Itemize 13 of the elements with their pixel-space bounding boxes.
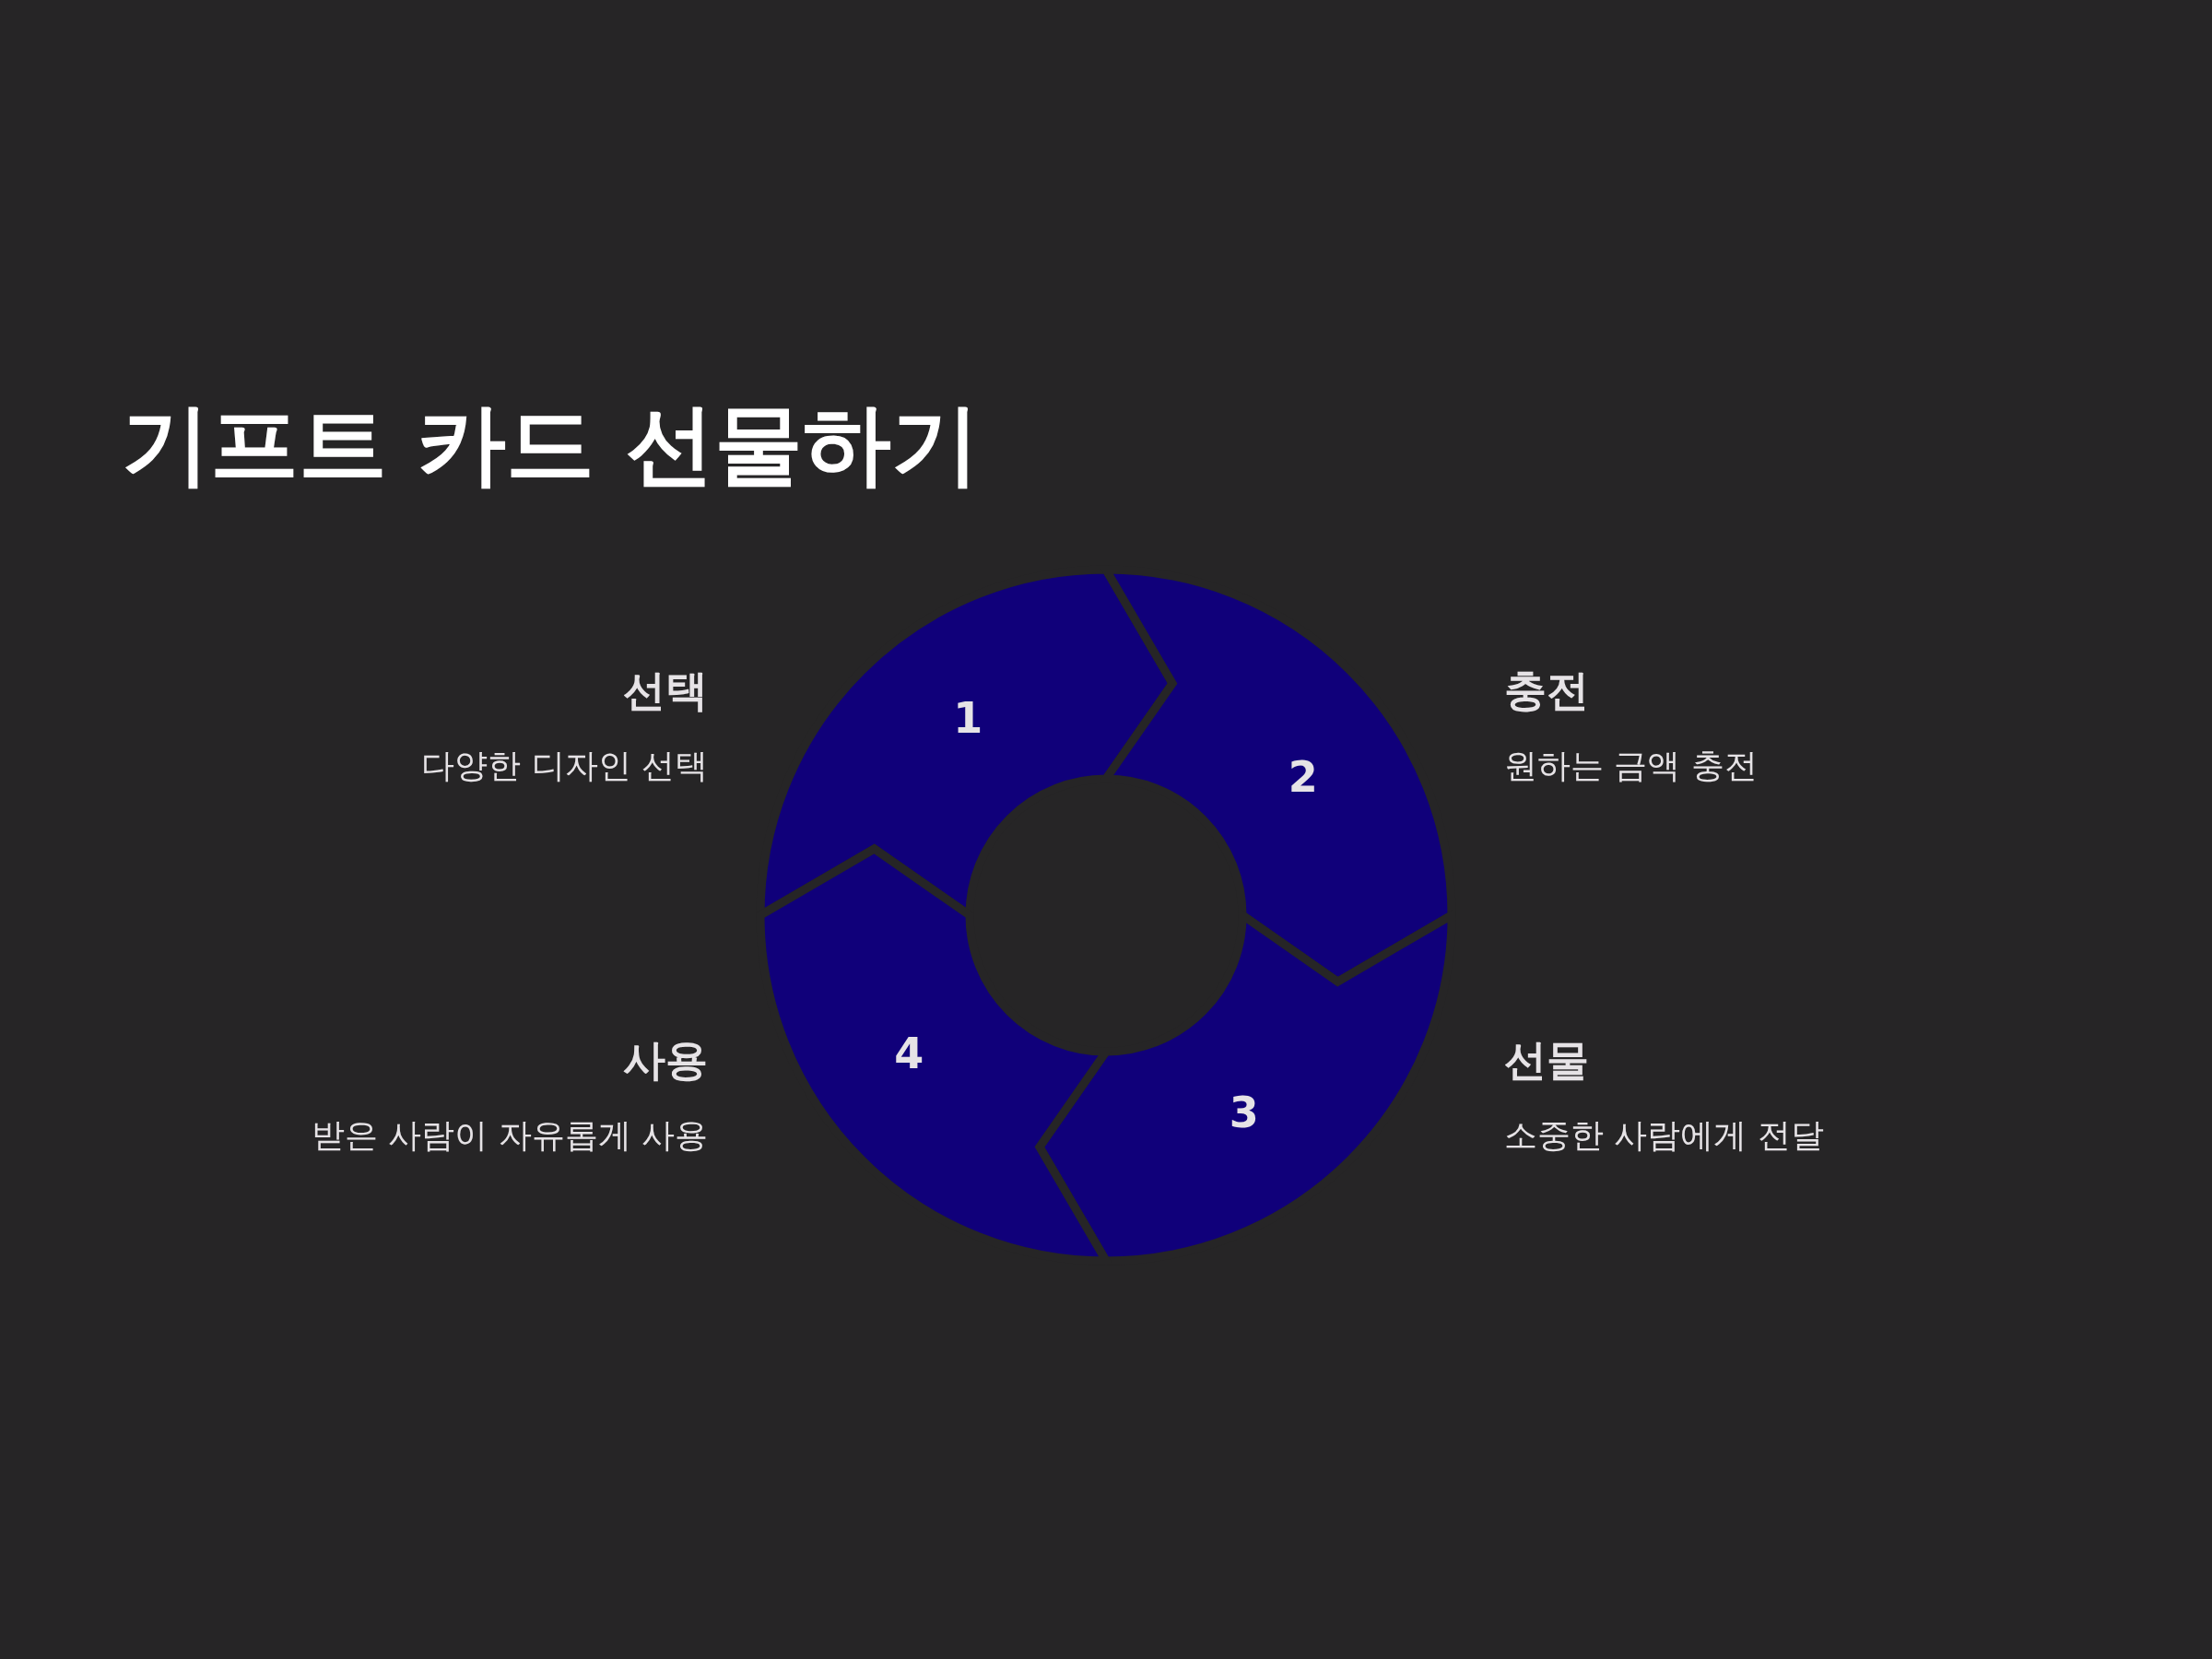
- step-heading: 선물: [1504, 1034, 1589, 1087]
- step-description: 받은 사람이 자유롭게 사용: [311, 1114, 708, 1156]
- step-number: 1: [953, 693, 983, 744]
- step-heading: 충전: [1504, 665, 1589, 717]
- step-number: 4: [894, 1028, 924, 1078]
- step-description: 소중한 사람에게 전달: [1504, 1114, 1824, 1156]
- step-number: 3: [1229, 1087, 1259, 1137]
- step-heading: 선택: [623, 665, 708, 717]
- step-description: 원하는 금액 충전: [1504, 745, 1758, 786]
- step-number: 2: [1288, 752, 1318, 803]
- step-heading: 사용: [623, 1034, 708, 1087]
- step-description: 다양한 디자인 선택: [421, 745, 708, 786]
- title: 기프트 카드 선물하기: [122, 392, 980, 498]
